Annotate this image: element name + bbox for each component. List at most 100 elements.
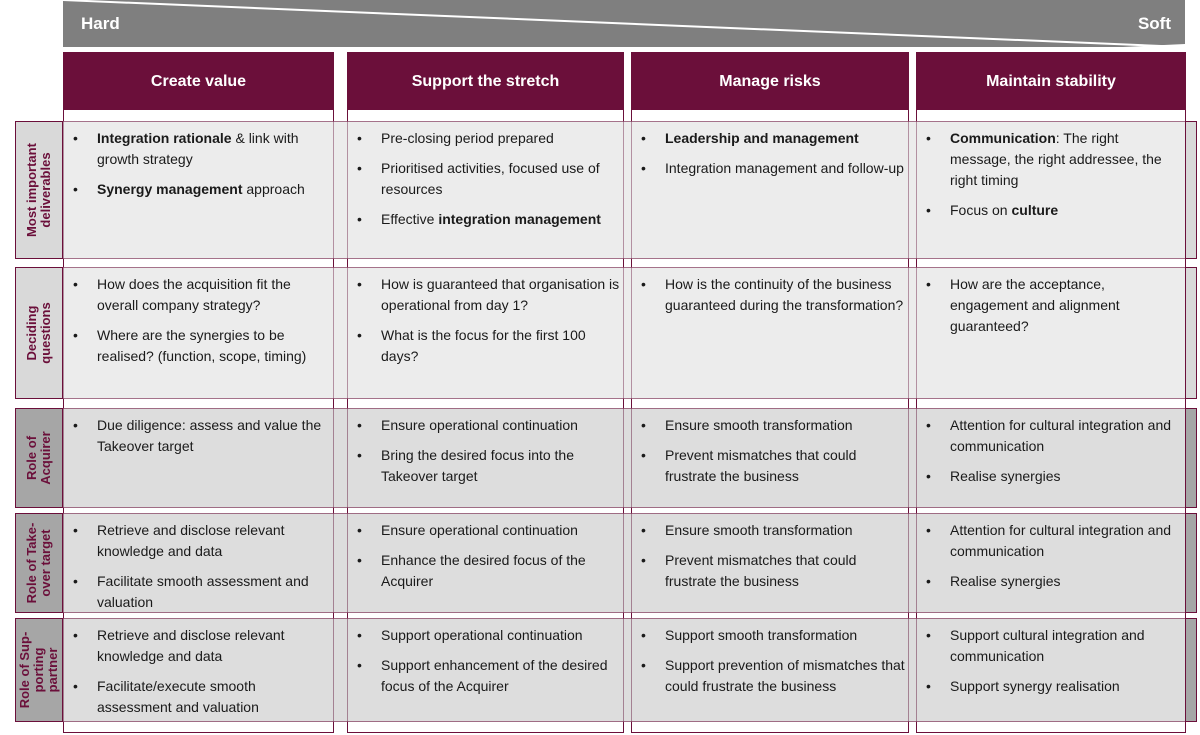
bullet-item: Pre-closing period prepared (355, 128, 620, 149)
matrix-cell: Attention for cultural integration and c… (916, 408, 1186, 508)
matrix-cell: Support cultural integration and communi… (916, 618, 1186, 722)
matrix-cell: Leadership and managementIntegration man… (631, 121, 909, 259)
bullet-list: How does the acquisition fit the overall… (71, 274, 330, 367)
text: : The right message, the right addressee… (950, 130, 1162, 188)
column-header: Create value (64, 53, 333, 110)
bullet-list: Ensure operational continuationEnhance t… (355, 520, 620, 592)
matrix-cell: How are the acceptance, engagement and a… (916, 267, 1186, 399)
row-label: Deciding questions (15, 267, 63, 399)
bullet-list: Communication: The right message, the ri… (924, 128, 1182, 221)
bold-text: Communication (950, 130, 1056, 146)
text: Support synergy realisation (950, 678, 1120, 694)
bullet-item: Where are the synergies to be realised? … (71, 325, 330, 367)
bullet-item: Enhance the desired focus of the Acquire… (355, 550, 620, 592)
text: Retrieve and disclose relevant knowledge… (97, 627, 285, 664)
text: How is guaranteed that organisation is o… (381, 276, 620, 313)
bullet-item: Ensure smooth transformation (639, 520, 905, 541)
row-role-of-supporting-partner: Role of Sup- porting partner Retrieve and… (15, 618, 1197, 722)
matrix-cell: Support smooth transformationSupport pre… (631, 618, 909, 722)
bullet-item: Communication: The right message, the ri… (924, 128, 1182, 191)
bold-text: Synergy management (97, 181, 243, 197)
bullet-item: Prevent mismatches that could frustrate … (639, 445, 905, 487)
row-label-text: Role of Acquirer (24, 431, 53, 485)
matrix-cell: How does the acquisition fit the overall… (63, 267, 334, 399)
bullet-list: Ensure smooth transformationPrevent mism… (639, 415, 905, 487)
text: Pre-closing period prepared (381, 130, 554, 146)
bullet-item: Facilitate/execute smooth assessment and… (71, 676, 330, 718)
row-label-text: Role of Sup- porting partner (17, 631, 60, 709)
bullet-list: How is guaranteed that organisation is o… (355, 274, 620, 367)
column-header: Maintain stability (917, 53, 1185, 110)
bullet-list: Support cultural integration and communi… (924, 625, 1182, 697)
text: Realise synergies (950, 468, 1061, 484)
text: Ensure operational continuation (381, 417, 578, 433)
row-end-cap (1185, 267, 1197, 399)
bold-text: Leadership and management (665, 130, 859, 146)
bold-text: integration management (438, 211, 601, 227)
text: Realise synergies (950, 573, 1061, 589)
row-role-of-takeover-target: Role of Take- over target Retrieve and di… (15, 513, 1197, 613)
matrix-cell: Ensure operational continuationEnhance t… (347, 513, 624, 613)
bullet-list: How are the acceptance, engagement and a… (924, 274, 1182, 337)
hard-label: Hard (81, 14, 120, 33)
bullet-item: Focus on culture (924, 200, 1182, 221)
row-label: Role of Sup- porting partner (15, 618, 63, 722)
text: Support prevention of mismatches that co… (665, 657, 905, 694)
bullet-item: Prioritised activities, focused use of r… (355, 158, 620, 200)
bullet-list: Retrieve and disclose relevant knowledge… (71, 520, 330, 613)
bullet-item: Leadership and management (639, 128, 905, 149)
bullet-item: Facilitate smooth assessment and valuati… (71, 571, 330, 613)
bullet-item: Realise synergies (924, 466, 1182, 487)
text: Attention for cultural integration and c… (950, 417, 1172, 454)
bullet-list: How is the continuity of the business gu… (639, 274, 905, 316)
bullet-item: Support operational continuation (355, 625, 620, 646)
text: What is the focus for the first 100 days… (381, 327, 586, 364)
text: How does the acquisition fit the overall… (97, 276, 291, 313)
text: Effective (381, 211, 439, 227)
text: Support cultural integration and communi… (950, 627, 1145, 664)
row-label-text: Role of Take- over target (24, 522, 53, 604)
matrix-cell: Integration rationale & link with growth… (63, 121, 334, 259)
bullet-item: Integration rationale & link with growth… (71, 128, 330, 170)
text: Retrieve and disclose relevant knowledge… (97, 522, 285, 559)
matrix-cell: Due diligence: assess and value the Take… (63, 408, 334, 508)
text: Integration management and follow-up (665, 160, 904, 176)
text: Where are the synergies to be realised? … (97, 327, 307, 364)
text: Ensure smooth transformation (665, 522, 853, 538)
matrix-cell: Support operational continuationSupport … (347, 618, 624, 722)
bullet-item: Attention for cultural integration and c… (924, 415, 1182, 457)
text: Support enhancement of the desired focus… (381, 657, 608, 694)
row-end-cap (1185, 408, 1197, 508)
bullet-item: Attention for cultural integration and c… (924, 520, 1182, 562)
text: Facilitate smooth assessment and valuati… (97, 573, 309, 610)
bullet-item: How is the continuity of the business gu… (639, 274, 905, 316)
text: Support operational continuation (381, 627, 583, 643)
bullet-list: Retrieve and disclose relevant knowledge… (71, 625, 330, 718)
text: Prioritised activities, focused use of r… (381, 160, 600, 197)
matrix-cell: Pre-closing period preparedPrioritised a… (347, 121, 624, 259)
bullet-item: Ensure operational continuation (355, 520, 620, 541)
row-deciding-questions: Deciding questions How does the acquisiti… (15, 267, 1197, 399)
bullet-item: Due diligence: assess and value the Take… (71, 415, 330, 457)
bullet-item: Support synergy realisation (924, 676, 1182, 697)
text: approach (242, 181, 305, 197)
bullet-list: Integration rationale & link with growth… (71, 128, 330, 200)
bullet-item: How does the acquisition fit the overall… (71, 274, 330, 316)
bullet-list: Attention for cultural integration and c… (924, 415, 1182, 487)
matrix-cell: Attention for cultural integration and c… (916, 513, 1186, 613)
row-end-cap (1185, 618, 1197, 722)
text: Due diligence: assess and value the Take… (97, 417, 322, 454)
row-label: Role of Take- over target (15, 513, 63, 613)
bullet-list: Pre-closing period preparedPrioritised a… (355, 128, 620, 230)
bullet-item: How is guaranteed that organisation is o… (355, 274, 620, 316)
bullet-item: Effective integration management (355, 209, 620, 230)
column-header: Manage risks (632, 53, 908, 110)
matrix-cell: How is the continuity of the business gu… (631, 267, 909, 399)
row-end-cap (1185, 513, 1197, 613)
bullet-list: Attention for cultural integration and c… (924, 520, 1182, 592)
text: Support smooth transformation (665, 627, 858, 643)
text: Bring the desired focus into the Takeove… (381, 447, 575, 484)
text: Facilitate/execute smooth assessment and… (97, 678, 259, 715)
text: Enhance the desired focus of the Acquire… (381, 552, 586, 589)
row-label: Most important deliverables (15, 121, 63, 259)
